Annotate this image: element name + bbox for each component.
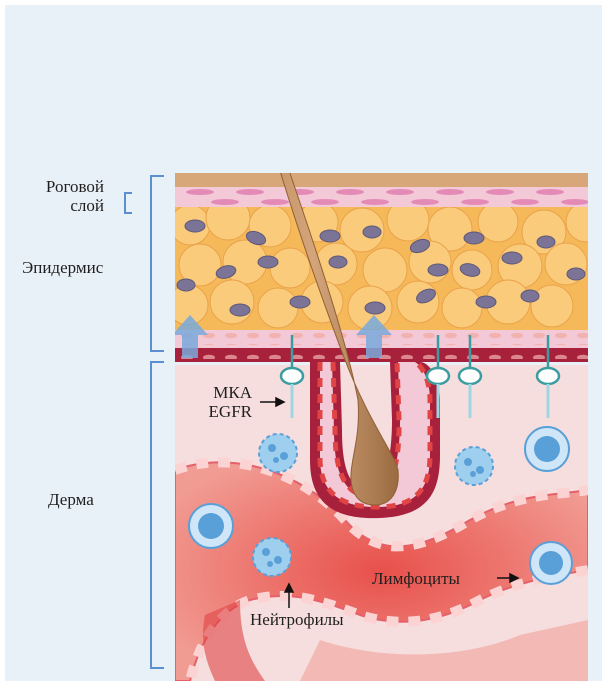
neutrophils-label: Нейтрофилы	[250, 610, 344, 629]
neutrophil	[259, 434, 297, 472]
stratum-corneum-layer	[175, 173, 589, 207]
mab-egfr-label: МКА EGFR	[190, 383, 252, 421]
mab-label-line1: МКА	[190, 383, 252, 402]
lymphocytes-label: Лимфоциты	[372, 569, 460, 588]
epidermis-label: Эпидермис	[22, 258, 103, 277]
stratum-corneum-label-line1: Роговой	[18, 177, 104, 196]
stratum-corneum-label-line2: слой	[18, 196, 104, 215]
lymphocyte	[530, 542, 572, 584]
egfr-label-line2: EGFR	[190, 402, 252, 421]
layer-brackets	[125, 176, 164, 668]
lymphocyte	[189, 504, 233, 548]
epidermis-bracket	[151, 176, 164, 351]
epidermis-cell-layer	[168, 196, 606, 335]
dermis-label: Дерма	[48, 490, 94, 509]
neutrophil	[455, 447, 493, 485]
lymphocyte	[525, 427, 569, 471]
stratum-corneum-bracket	[125, 193, 132, 213]
neutrophil	[253, 538, 291, 576]
stratum-corneum-label: Роговой слой	[18, 177, 104, 215]
dermis-bracket	[151, 362, 164, 668]
